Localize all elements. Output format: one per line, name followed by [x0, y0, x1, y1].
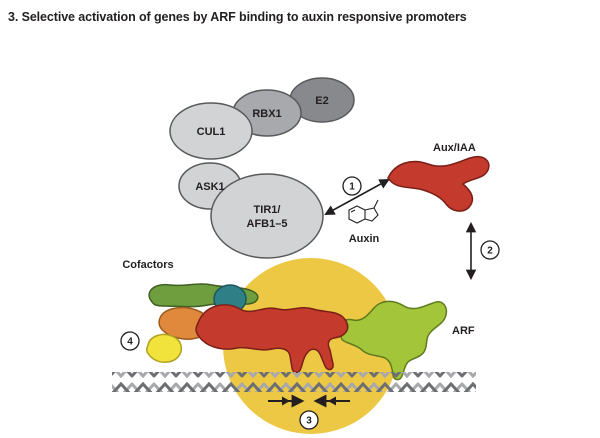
- cul1-label: CUL1: [197, 126, 226, 138]
- cofactors-label: Cofactors: [122, 259, 173, 271]
- auxin-molecule-icon: [348, 199, 379, 224]
- cul1-shape: [169, 102, 253, 160]
- tir1-label-line1: TIR1/: [254, 204, 281, 216]
- step1-double-arrow: [324, 178, 390, 216]
- step2-number: 2: [487, 246, 493, 257]
- arf-label: ARF: [452, 325, 475, 337]
- step4-number: 4: [127, 337, 133, 348]
- tir1-afb-shape: [210, 173, 324, 259]
- step2-circle: [480, 240, 500, 260]
- rbx1-label: RBX1: [252, 108, 281, 120]
- auxin-label: Auxin: [349, 233, 380, 245]
- step3-number: 3: [306, 416, 312, 427]
- step3-circle: [299, 410, 319, 430]
- cofactor-yellow-shape: [146, 333, 183, 363]
- tir1-label-line2: AFB1–5: [247, 218, 288, 230]
- aux-iaa-label: Aux/IAA: [433, 142, 476, 154]
- step1-number: 1: [349, 182, 355, 193]
- dna-helix: [112, 372, 476, 392]
- aux-iaa-free-shape: [387, 156, 490, 212]
- step3-convergent-arrows: [268, 394, 350, 408]
- diagram-title: 3. Selective activation of genes by ARF …: [8, 10, 467, 24]
- ask1-label: ASK1: [195, 181, 224, 193]
- e2-label: E2: [315, 95, 328, 107]
- aux-iaa-bound-shape: [195, 304, 349, 374]
- step4-circle: [120, 331, 140, 351]
- arf-shape: [338, 300, 448, 381]
- step1-circle: [342, 176, 362, 196]
